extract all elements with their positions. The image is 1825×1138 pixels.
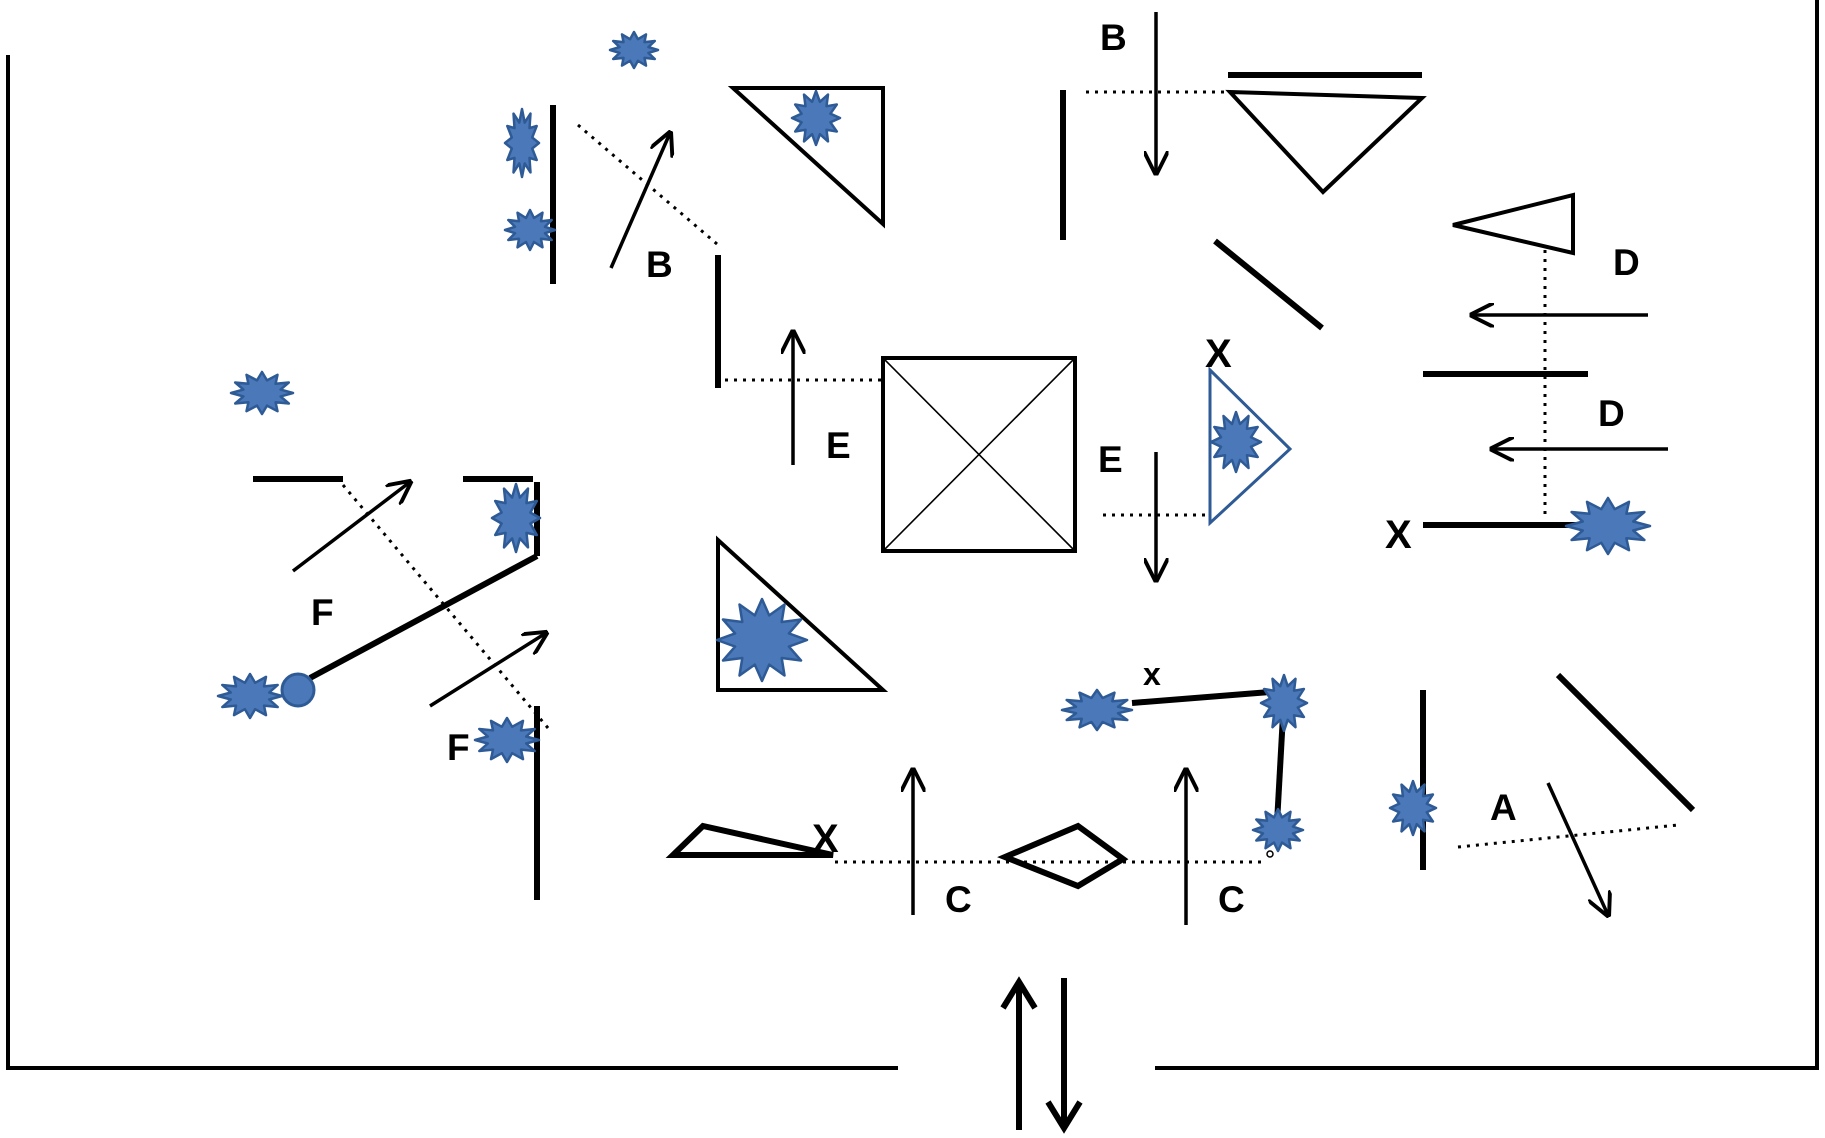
crossed-box xyxy=(881,356,1077,553)
room-wall-right-bottom xyxy=(1155,0,1819,1070)
splat-upper-wall-low xyxy=(503,208,557,252)
triangle-top-left xyxy=(727,86,885,229)
splat-f-corner xyxy=(490,482,542,554)
label-a: A xyxy=(1490,787,1517,828)
walls xyxy=(253,72,1696,900)
splats xyxy=(216,30,1652,853)
splat-top-single xyxy=(608,30,660,70)
label-c-left: C xyxy=(945,879,972,920)
splat-a-wall xyxy=(1388,779,1438,837)
label-e-right: E xyxy=(1098,439,1123,480)
label-d-bottom: D xyxy=(1598,393,1625,434)
dotted-guides xyxy=(341,90,1679,864)
triangle-x-blue xyxy=(1208,366,1293,527)
splat-triangle-lower xyxy=(715,597,809,683)
label-f-bottom: F xyxy=(447,727,470,768)
wall-x-small-right xyxy=(1274,714,1286,824)
entrance-arrow-down-head xyxy=(1045,1100,1083,1134)
splat-left-isolated xyxy=(229,370,295,416)
label-x-triangle: X xyxy=(1205,332,1232,376)
label-c-right: C xyxy=(1218,879,1245,920)
label-x-small: x xyxy=(1143,656,1161,692)
wall-diagonal-lower-right xyxy=(1555,672,1696,813)
splat-upper-wall-high xyxy=(503,107,541,179)
label-e-left: E xyxy=(826,425,851,466)
arrow-a xyxy=(1546,782,1608,915)
splat-triangle-x xyxy=(1209,410,1263,474)
splat-x-small-bottom xyxy=(1251,807,1305,853)
entrance-arrow-up-head xyxy=(1000,976,1038,1010)
splat-x-right-wall xyxy=(1564,496,1652,556)
splat-triangle-top-left xyxy=(790,89,842,147)
arrow-b-left xyxy=(609,133,670,269)
direction-arrows xyxy=(291,12,1668,925)
wall-diagonal-upper-right xyxy=(1213,238,1324,331)
labels: B B D D X E E X F F x X A C C xyxy=(311,17,1640,920)
wall-f-diagonal xyxy=(308,553,539,681)
label-x-right: X xyxy=(1385,513,1412,557)
triangle-top-right-funnel xyxy=(1225,89,1427,195)
label-f-top: F xyxy=(311,592,334,633)
splat-f-lower-wall xyxy=(473,716,541,764)
splat-x-small-corner xyxy=(1259,673,1309,733)
guide-a xyxy=(1457,823,1679,849)
label-b-top: B xyxy=(1100,17,1127,58)
entrance-arrows xyxy=(1000,976,1083,1134)
room-boundary xyxy=(6,0,1819,1070)
arrow-f-top xyxy=(291,482,410,573)
diamond-c-center xyxy=(997,822,1129,890)
rotating-pivot-dot xyxy=(280,672,316,708)
shapes xyxy=(280,86,1575,890)
splat-x-small-left xyxy=(1060,688,1134,732)
label-b-left: B xyxy=(646,244,673,285)
small-circle-marker xyxy=(1266,850,1274,858)
label-x-bottom-left: X xyxy=(812,817,839,861)
room-wall-left-bottom xyxy=(6,55,898,1070)
wall-x-small-top xyxy=(1131,689,1271,706)
crossed-box-frame xyxy=(881,356,1077,553)
arrow-f-bottom xyxy=(429,633,546,708)
triangle-lower-left-center xyxy=(716,535,889,692)
crossed-box-diagonal-2 xyxy=(882,357,1076,552)
splat-lower-left-pivot xyxy=(216,672,284,720)
label-d-top: D xyxy=(1613,242,1640,283)
triangle-d-pointer xyxy=(1452,192,1575,256)
triangle-c-left xyxy=(665,822,834,858)
